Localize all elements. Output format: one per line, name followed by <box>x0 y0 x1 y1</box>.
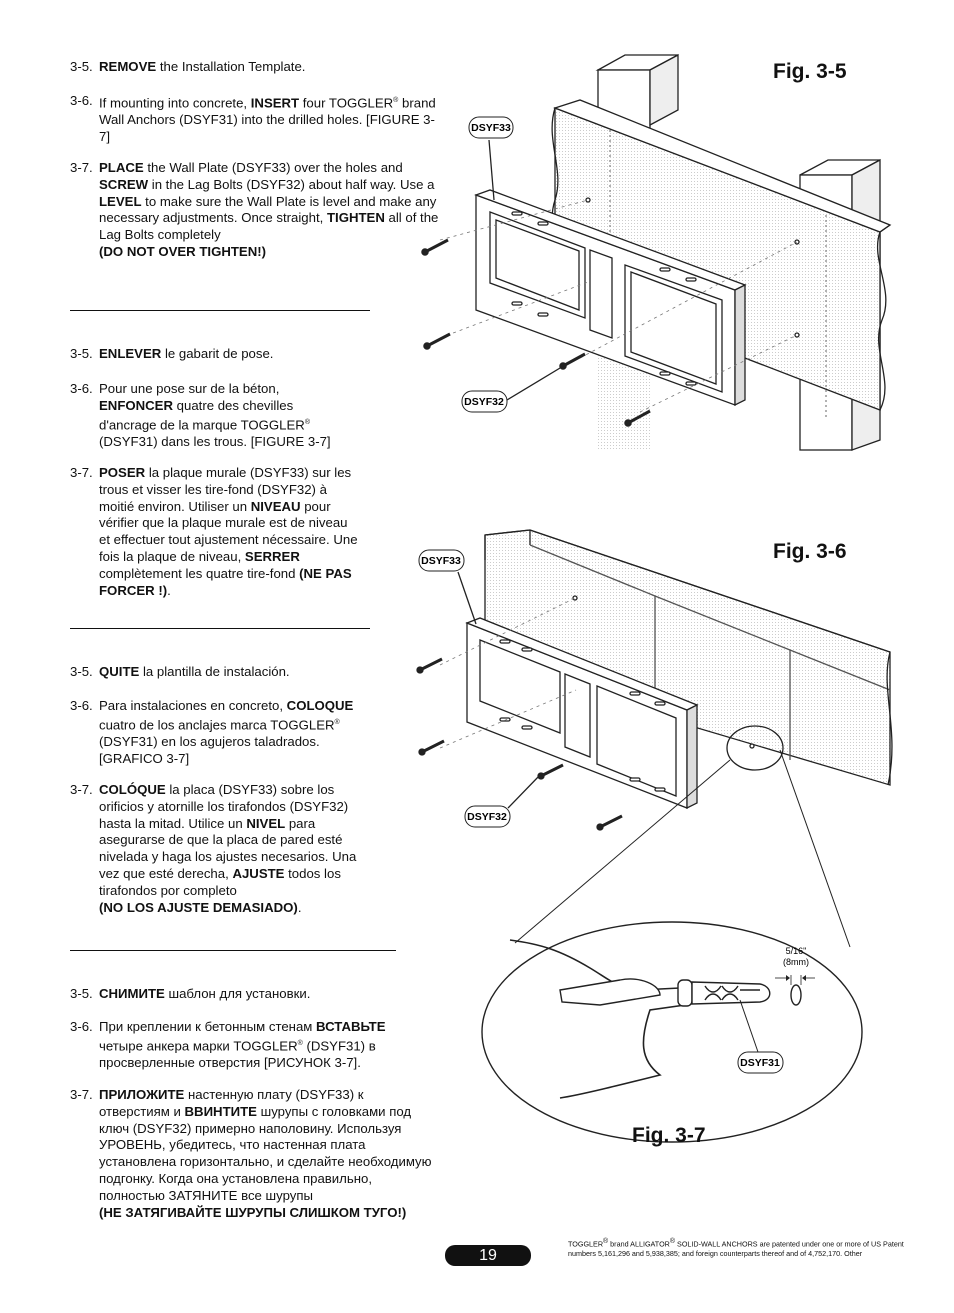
patent-notice: TOGGLER® brand ALLIGATOR® SOLID-WALL ANC… <box>568 1238 904 1258</box>
part-tag-dsyf32-a: DSYF32 <box>461 390 508 413</box>
ru-step-3-6: 3-6. При креплении к бетонным стенам ВСТ… <box>70 1019 386 1070</box>
fr-step-3-5: 3-5. ENLEVER le gabarit de pose. <box>70 346 274 361</box>
part-tag-dsyf31: DSYF31 <box>737 1051 784 1074</box>
en-step-3-6: 3-6. If mounting into concrete, INSERT f… <box>70 93 436 144</box>
dimension-inch: 5/16" <box>786 946 807 956</box>
ru-step-3-5: 3-5. СНИМИТЕ шаблон для установки. <box>70 986 311 1001</box>
es-step-3-7: 3-7. COLÓQUE la placa (DSYF33) sobre los… <box>70 782 357 915</box>
section-divider <box>70 950 396 951</box>
fig-3-6-label: Fig. 3-6 <box>773 540 847 563</box>
svg-text:DSYF31: DSYF31 <box>740 1057 780 1069</box>
fr-step-3-7: 3-7. POSER la plaque murale (DSYF33) sur… <box>70 465 358 598</box>
dimension-mm: (8mm) <box>783 957 809 967</box>
svg-text:DSYF32: DSYF32 <box>467 811 507 823</box>
es-step-3-6: 3-6. Para instalaciones en concreto, COL… <box>70 698 354 766</box>
svg-text:DSYF33: DSYF33 <box>471 122 511 134</box>
en-step-3-5: 3-5. REMOVE the Installation Template. <box>70 59 306 74</box>
fr-step-3-6: 3-6. Pour une pose sur de la béton, ENFO… <box>70 381 331 449</box>
ru-step-3-7: 3-7. ПРИЛОЖИТЕ настенную плату (DSYF33) … <box>70 1087 432 1220</box>
fig-3-5-label: Fig. 3-5 <box>773 60 847 83</box>
fig-3-7-label: Fig. 3-7 <box>632 1124 706 1147</box>
part-tag-dsyf32-b: DSYF32 <box>464 805 511 828</box>
fig-3-6-drawing <box>416 529 893 948</box>
part-tag-dsyf33-a: DSYF33 <box>468 116 514 139</box>
section-divider <box>70 310 370 311</box>
part-tag-dsyf33-b: DSYF33 <box>418 549 465 572</box>
section-divider <box>70 628 370 629</box>
en-step-3-7: 3-7. PLACE the Wall Plate (DSYF33) over … <box>70 160 439 259</box>
fig-3-5-drawing <box>421 53 892 451</box>
svg-text:DSYF33: DSYF33 <box>421 555 461 567</box>
svg-text:DSYF32: DSYF32 <box>464 396 504 408</box>
fig-3-7-drawing <box>481 921 863 1143</box>
es-step-3-5: 3-5. QUITE la plantilla de instalación. <box>70 664 290 679</box>
page-number: 19 <box>445 1245 531 1266</box>
